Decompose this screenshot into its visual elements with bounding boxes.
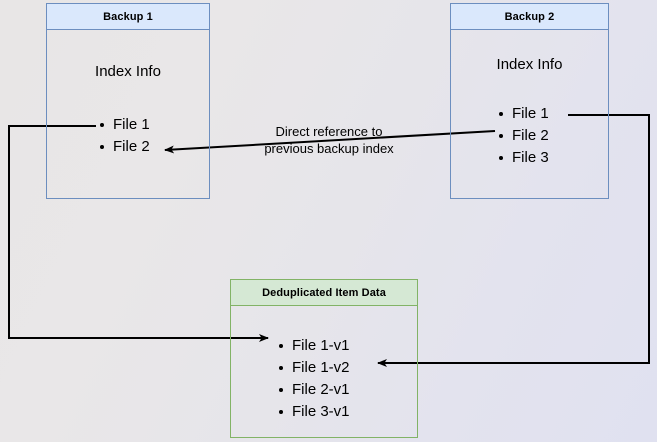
node-backup-1-header: Backup 1 [47, 4, 209, 30]
backup-1-file-list: File 1 File 2 [100, 114, 150, 158]
node-backup-1[interactable]: Backup 1 Index Info File 1 File 2 [46, 3, 210, 199]
list-item: File 3-v1 [279, 401, 350, 423]
node-backup-2-header: Backup 2 [451, 4, 608, 30]
backup-1-index-info-label: Index Info [95, 63, 161, 80]
node-deduplicated-item-data[interactable]: Deduplicated Item Data File 1-v1 File 1-… [230, 279, 418, 438]
node-backup-1-body: Index Info File 1 File 2 [47, 30, 209, 198]
node-backup-2-body: Index Info File 1 File 2 File 3 [451, 30, 608, 198]
list-item: File 2 [100, 136, 150, 158]
list-item: File 1-v1 [279, 335, 350, 357]
node-deduplicated-item-data-body: File 1-v1 File 1-v2 File 2-v1 File 3-v1 [231, 306, 417, 437]
list-item: File 1 [499, 103, 549, 125]
backup-2-file-list: File 1 File 2 File 3 [499, 103, 549, 169]
dedup-file-list: File 1-v1 File 1-v2 File 2-v1 File 3-v1 [279, 335, 350, 423]
list-item: File 2-v1 [279, 379, 350, 401]
list-item: File 3 [499, 147, 549, 169]
node-deduplicated-item-data-header: Deduplicated Item Data [231, 280, 417, 306]
node-backup-2[interactable]: Backup 2 Index Info File 1 File 2 File 3 [450, 3, 609, 199]
list-item: File 1 [100, 114, 150, 136]
backup-2-index-info-label: Index Info [496, 56, 563, 73]
list-item: File 2 [499, 125, 549, 147]
edge-label-direct-reference: Direct reference to previous backup inde… [264, 124, 394, 156]
list-item: File 1-v2 [279, 357, 350, 379]
